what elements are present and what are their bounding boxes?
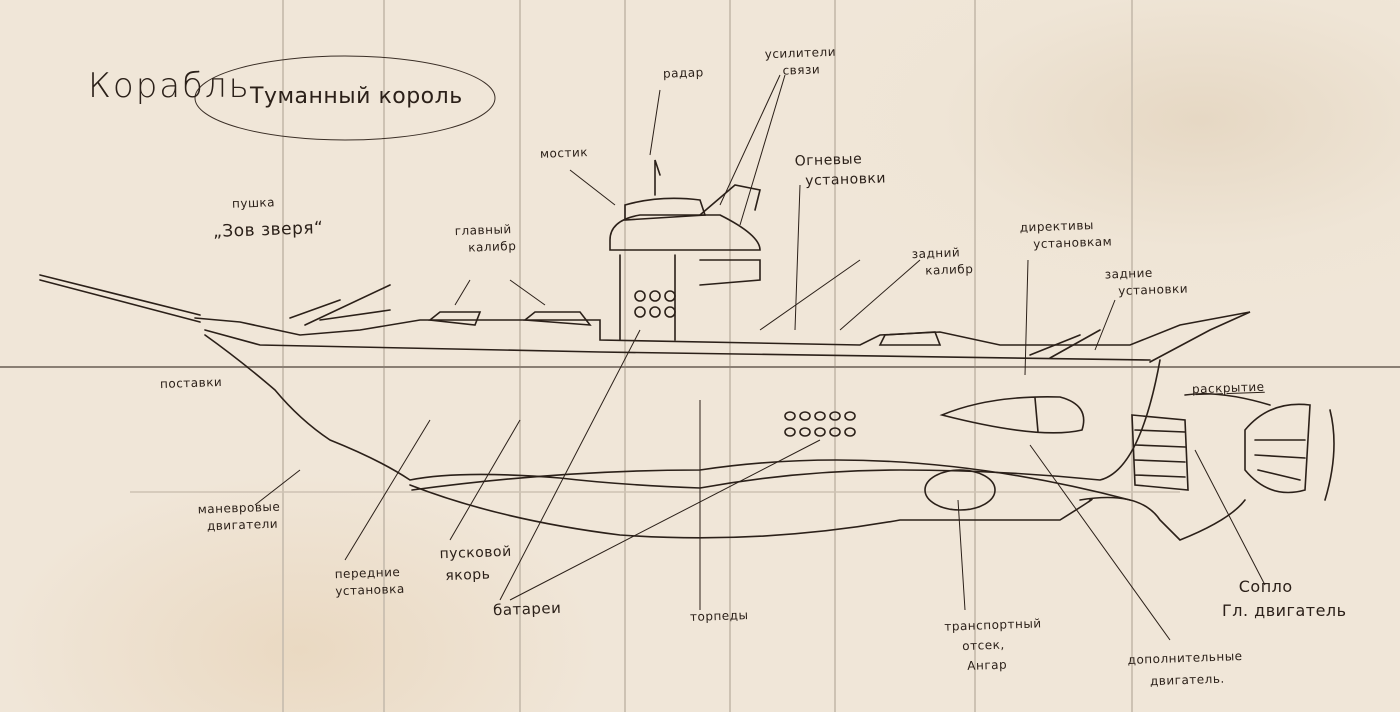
label-rear-caliber: задний калибр [911,245,974,279]
label-rear-mounts: задние установки [1104,265,1189,299]
label-batteries: батареи [492,598,562,620]
ship-hull [39,159,1335,541]
label-fire-mounts: Огневые установки [794,151,887,190]
label-front-mounts: передние установка [334,564,405,599]
label-directives: директивы установкам [1019,218,1113,252]
label-maneuver-engines: маневровые двигатели [197,499,281,534]
leader-lines [254,74,1266,641]
label-torpedoes: торпеды [689,607,749,625]
title-ship-name: Туманный король [250,84,463,109]
label-comm-amplifiers: усилители связи [764,44,837,79]
label-cannon-name: „Зов зверя“ [212,218,324,242]
label-hangar: транспортный отсек, Ангар [944,616,1042,674]
label-cannon: пушка [231,195,276,211]
label-supports: поставки [159,374,223,392]
label-extra-engine: дополнительные двигатель. [1127,649,1243,689]
label-bridge: мостик [539,145,589,161]
label-radar: радар [662,65,704,81]
title-ellipse [194,55,496,141]
label-launch-anchor: пусковой якорь [439,543,512,585]
title-ship: Корабль [88,66,251,106]
label-opening: раскрытие [1191,379,1265,397]
label-main-caliber: главный калибр [454,222,517,256]
battery-ports [784,411,856,437]
label-nozzle: Сопло Гл. двигатель [1222,577,1347,620]
